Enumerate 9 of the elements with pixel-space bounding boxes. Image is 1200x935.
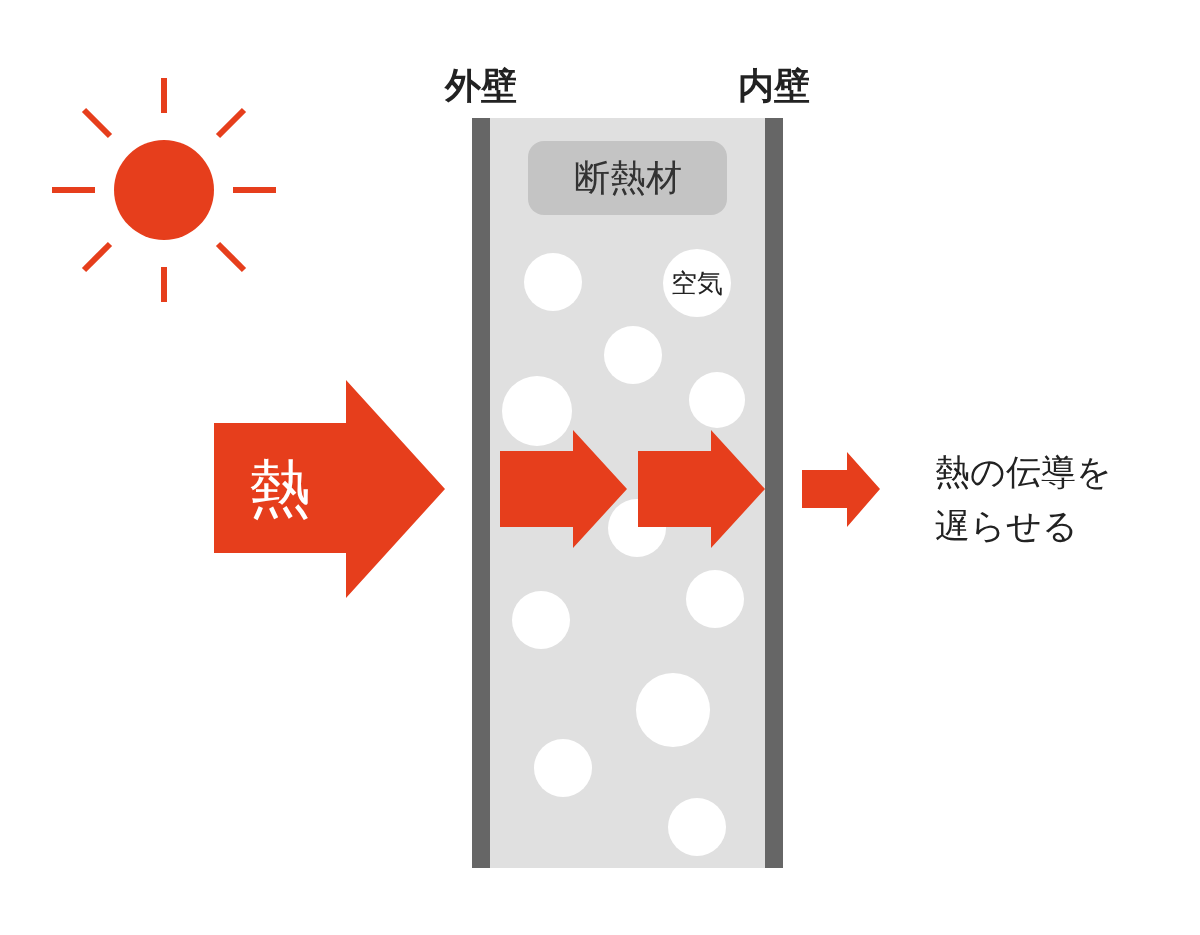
wall-label: 内壁 <box>737 64 811 108</box>
wall-bar <box>765 118 783 868</box>
label-box: 断熱材 <box>528 141 727 215</box>
wall-label: 外壁 <box>443 64 518 108</box>
block-arrow <box>638 430 765 548</box>
caption-text: 熱の伝導を遅らせる <box>935 451 1113 548</box>
heat-arrow: 熱 <box>214 380 445 598</box>
block-arrow <box>500 430 627 548</box>
wall-bar <box>472 118 490 868</box>
